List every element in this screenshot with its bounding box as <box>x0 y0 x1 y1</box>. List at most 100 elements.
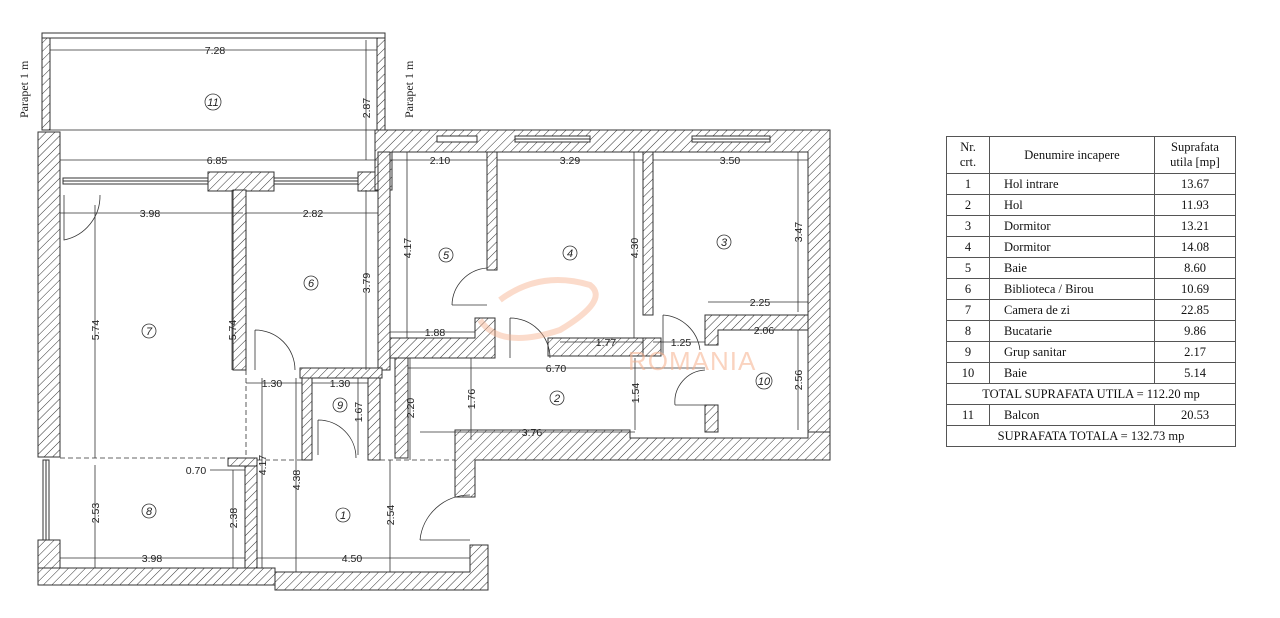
total: SUPRAFATA TOTALA = 132.73 mp <box>946 425 1236 447</box>
cell-area: 9.86 <box>1154 320 1236 342</box>
cell-area: 8.60 <box>1154 257 1236 279</box>
cell-name: Bucatarie <box>989 320 1155 342</box>
dim-label: 2.53 <box>90 503 102 524</box>
dim-label: 2.54 <box>385 505 397 526</box>
walls <box>37 32 831 591</box>
header-nr: Nr. crt. <box>946 136 990 174</box>
cell-name: Balcon <box>989 404 1155 426</box>
dim-label: 1.76 <box>466 389 478 410</box>
dim-label: 3.29 <box>560 155 581 167</box>
table-row: 11 Balcon 20.53 <box>946 404 1236 426</box>
dim-label: 5.74 <box>90 320 102 341</box>
cell-name: Baie <box>989 257 1155 279</box>
room-number-7: 7 <box>146 326 153 338</box>
cell-nr: 9 <box>946 341 990 363</box>
cell-area: 10.69 <box>1154 278 1236 300</box>
dim-label: 1.25 <box>671 337 692 349</box>
room-number-10: 10 <box>758 376 771 388</box>
cell-area: 5.14 <box>1154 362 1236 384</box>
cell-area: 20.53 <box>1154 404 1236 426</box>
interior-lines <box>41 37 808 572</box>
dim-label: 4.50 <box>342 553 363 565</box>
windows <box>42 135 771 541</box>
total-util: TOTAL SUPRAFATA UTILA = 112.20 mp <box>946 383 1236 405</box>
room-number-8: 8 <box>146 506 153 518</box>
dim-label: 2.38 <box>228 508 240 529</box>
dim-label: 3.50 <box>720 155 741 167</box>
table-header-row: Nr. crt. Denumire incapere Suprafata uti… <box>946 136 1236 174</box>
area-table: Nr. crt. Denumire incapere Suprafata uti… <box>946 136 1236 447</box>
room-number-2: 2 <box>553 393 560 405</box>
dim-label: 2.82 <box>303 208 324 220</box>
dim-label: 3.98 <box>140 208 161 220</box>
cell-nr: 8 <box>946 320 990 342</box>
cell-nr: 10 <box>946 362 990 384</box>
cell-area: 13.67 <box>1154 173 1236 195</box>
cell-nr: 4 <box>946 236 990 258</box>
watermark-swoosh <box>477 277 599 341</box>
cell-nr: 2 <box>946 194 990 216</box>
total-util-row: TOTAL SUPRAFATA UTILA = 112.20 mp <box>946 383 1236 405</box>
dim-label: 5.74 <box>227 320 239 341</box>
room-number-9: 9 <box>337 400 343 412</box>
parapet-label-left: Parapet 1 m <box>17 60 31 118</box>
dim-label: 2.56 <box>793 370 805 391</box>
dim-label: 7.28 <box>205 45 226 57</box>
cell-name: Dormitor <box>989 215 1155 237</box>
cell-area: 13.21 <box>1154 215 1236 237</box>
cell-area: 14.08 <box>1154 236 1236 258</box>
dim-label: 2.10 <box>430 155 451 167</box>
cell-name: Hol intrare <box>989 173 1155 195</box>
cell-name: Camera de zi <box>989 299 1155 321</box>
watermark-text: ROMANIA <box>628 346 756 376</box>
room-number-3: 3 <box>721 237 728 249</box>
cell-nr: 7 <box>946 299 990 321</box>
dim-label: 4.17 <box>402 238 414 259</box>
dim-label: 3.47 <box>793 222 805 243</box>
cell-name: Hol <box>989 194 1155 216</box>
cell-nr: 1 <box>946 173 990 195</box>
cell-area: 22.85 <box>1154 299 1236 321</box>
cell-name: Dormitor <box>989 236 1155 258</box>
dim-label: 6.70 <box>546 363 567 375</box>
cell-nr: 3 <box>946 215 990 237</box>
cell-name: Baie <box>989 362 1155 384</box>
dim-label: 0.70 <box>186 465 207 477</box>
room-number-6: 6 <box>308 278 315 290</box>
cell-name: Biblioteca / Birou <box>989 278 1155 300</box>
dim-label: 6.85 <box>207 155 228 167</box>
room-number-5: 5 <box>443 250 450 262</box>
total-row: SUPRAFATA TOTALA = 132.73 mp <box>946 425 1236 447</box>
room-number-4: 4 <box>567 248 573 260</box>
cell-area: 11.93 <box>1154 194 1236 216</box>
dim-label: 2.87 <box>361 98 373 119</box>
dim-label: 4.17 <box>257 455 269 476</box>
dim-label: 4.38 <box>291 470 303 491</box>
cell-name: Grup sanitar <box>989 341 1155 363</box>
header-name: Denumire incapere <box>989 136 1155 174</box>
dim-label: 4.30 <box>629 238 641 259</box>
dim-label: 2.06 <box>754 325 775 337</box>
dim-label: 1.30 <box>262 378 283 390</box>
dim-label: 1.67 <box>353 402 365 423</box>
room-number-11: 11 <box>207 97 218 109</box>
dim-label: 1.77 <box>596 337 617 349</box>
dim-label: 3.79 <box>361 273 373 294</box>
floor-plan: ROMANIA Parapet 1 m Parapet 1 m 1 2 3 4 … <box>17 32 831 591</box>
cell-nr: 5 <box>946 257 990 279</box>
dim-label: 2.20 <box>405 398 417 419</box>
cell-area: 2.17 <box>1154 341 1236 363</box>
dim-label: 3.76 <box>522 427 543 439</box>
dim-label: 1.54 <box>630 383 642 404</box>
dim-label: 1.30 <box>330 378 351 390</box>
